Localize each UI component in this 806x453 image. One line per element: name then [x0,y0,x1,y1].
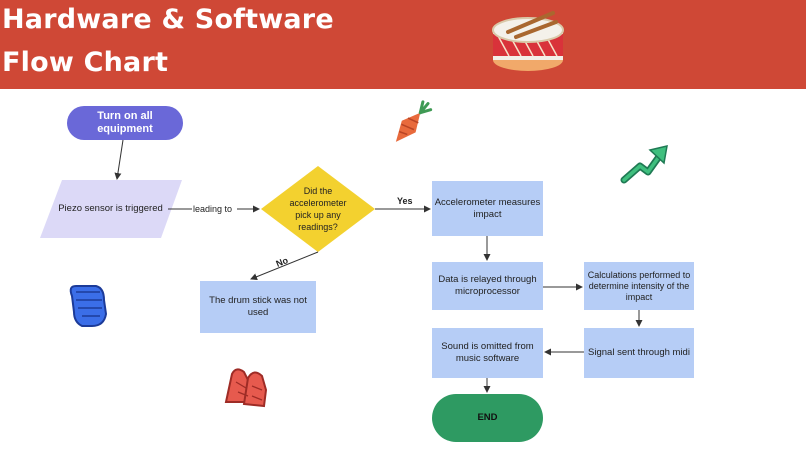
signal-label: Signal sent through midi [588,347,690,358]
edge-label-yes: Yes [397,196,413,206]
header-banner [0,0,806,89]
piezo-label: Piezo sensor is triggered [58,203,163,214]
relay-label: Data is relayed through microprocessor [438,274,537,297]
start-label: Turn on all equipment [97,110,153,135]
carrot-icon [395,100,433,142]
page-title-line1: Hardware & Software [2,4,334,35]
end-label: END [477,412,498,423]
clapping-hands-icon [224,368,268,408]
edge-decision-no [250,251,319,281]
edge-start-piezo [114,139,124,180]
page-title-line2: Flow Chart [2,47,169,78]
end-terminal [432,394,543,442]
signal-box [584,328,694,378]
edge-label-leading-to: leading to [193,204,233,214]
decision-diamond [261,166,375,252]
accel-label: Accelerometer measures impact [434,196,541,220]
sound-label: Sound is omitted from music software [441,341,534,364]
trend-arrow-icon [620,145,668,184]
relay-box [432,262,543,310]
fist-icon [69,285,108,327]
calc-label: Calculations performed to determine inte… [587,269,691,302]
decision-label: Did the accelerometer pick up any readin… [289,186,347,232]
piezo-input-shape [40,180,182,238]
drum-icon [492,11,564,71]
sound-box [432,328,543,378]
accel-box [432,181,543,236]
start-terminal [67,106,183,140]
calc-box [584,262,694,310]
stick-unused-box [200,281,316,333]
stick-unused-label: The drum stick was not used [209,295,307,318]
